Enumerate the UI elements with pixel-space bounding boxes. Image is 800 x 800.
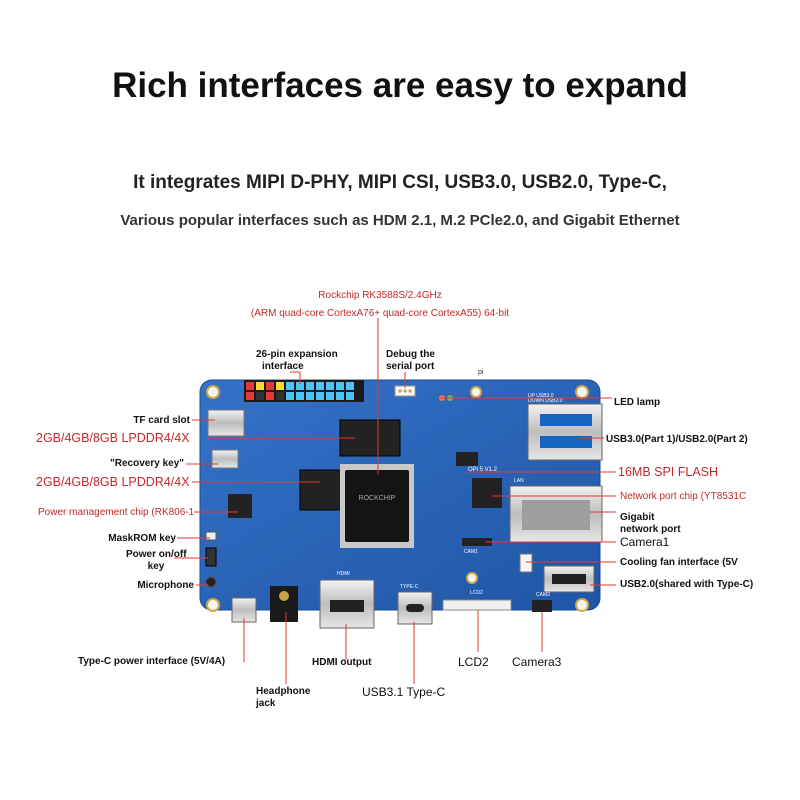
debug-label-line2: serial port: [386, 361, 435, 372]
soc-chip: [345, 470, 409, 542]
network-chip-label: Network port chip (YT8531C: [620, 491, 747, 502]
silk-model: OPi 5 V1.2: [468, 467, 498, 473]
mount-hole-tl: [206, 385, 220, 399]
mount-hole-br: [575, 598, 589, 612]
silk-pi: pi: [478, 369, 484, 376]
ram-chip-2: [299, 469, 347, 511]
network-chip: [472, 478, 502, 508]
maskrom-label: MaskROM key: [108, 533, 176, 544]
debug-label-line1: Debug the: [386, 349, 435, 360]
page-title: Rich interfaces are easy to expand: [112, 66, 688, 105]
power-label-line2: key: [147, 561, 165, 572]
mic-label: Microphone: [137, 580, 194, 591]
power-button: [205, 547, 217, 567]
mount-hole-bl: [206, 598, 220, 612]
lcd2-label: LCD2: [458, 655, 489, 669]
usb3-port: [527, 403, 603, 461]
ram-label-2: 2GB/4GB/8GB LPDDR4/4X: [36, 475, 190, 489]
recovery-button: [211, 449, 239, 469]
silk-lcd2: LCD2: [470, 590, 483, 596]
mount-hole-top: [470, 386, 482, 398]
maskrom-button: [205, 531, 217, 541]
fan-label: Cooling fan interface (5V: [620, 557, 738, 568]
silk-typec: TYPE-C: [400, 584, 419, 590]
gigabit-label-line1: Gigabit: [620, 512, 655, 523]
soc-marking: ROCKCHIP: [359, 495, 396, 502]
headphone-label-line1: Headphone: [256, 686, 311, 697]
subtitle-interfaces-2: Various popular interfaces such as HDM 2…: [120, 212, 680, 229]
fan-connector: [519, 553, 533, 573]
subtitle-interfaces: It integrates MIPI D-PHY, MIPI CSI, USB3…: [133, 172, 667, 193]
lcd2-connector: [442, 599, 512, 611]
gpio-header: [244, 380, 364, 402]
usb3-label: USB3.0(Part 1)/USB2.0(Part 2): [606, 434, 748, 445]
power-label-line1: Power on/off: [126, 549, 187, 560]
silk-hdmi: HDMI: [337, 571, 350, 577]
hdmi-label: HDMI output: [312, 657, 372, 668]
gpio-label-line1: 26-pin expansion: [256, 349, 338, 360]
silk-usb-dn: DOWN USB2.0: [528, 398, 563, 404]
camera3-label: Camera3: [512, 655, 562, 669]
tf-card-slot: [207, 409, 245, 437]
silk-cam1: CAM1: [464, 549, 478, 555]
headphone-label-line2: jack: [256, 698, 276, 709]
tf-label: TF card slot: [133, 415, 190, 426]
ram-label-1: 2GB/4GB/8GB LPDDR4/4X: [36, 431, 190, 445]
recovery-label: "Recovery key": [110, 458, 184, 469]
mount-hole-mid: [466, 572, 478, 584]
leader-lines: [174, 318, 616, 684]
soc-label-line1: Rockchip RK3588S/2.4GHz: [318, 290, 442, 301]
usb31-label: USB3.1 Type-C: [362, 685, 446, 699]
pmic-chip: [228, 494, 252, 518]
gpio-label-line2: interface: [262, 361, 304, 372]
spi-flash-chip: [456, 452, 478, 466]
mount-hole-tr: [575, 385, 589, 399]
led-label: LED lamp: [614, 397, 661, 408]
typec-power-label: Type-C power interface (5V/4A): [78, 656, 226, 667]
camera3-connector: [532, 600, 552, 612]
microphone: [205, 576, 217, 588]
pmic-label: Power management chip (RK806-1: [38, 507, 195, 518]
silk-cam3: CAM3: [536, 592, 550, 598]
silk-lan: LAN: [514, 478, 524, 484]
gigabit-label-line2: network port: [620, 524, 681, 535]
spi-flash-label: 16MB SPI FLASH: [618, 465, 719, 479]
camera1-label: Camera1: [620, 535, 670, 549]
camera1-connector: [462, 538, 492, 546]
usb2-label: USB2.0(shared with Type-C): [620, 579, 754, 590]
silk-usb-up: UP USB3.0: [528, 393, 554, 399]
soc-label-line2: (ARM quad-core CortexA76+ quad-core Cort…: [250, 308, 510, 319]
